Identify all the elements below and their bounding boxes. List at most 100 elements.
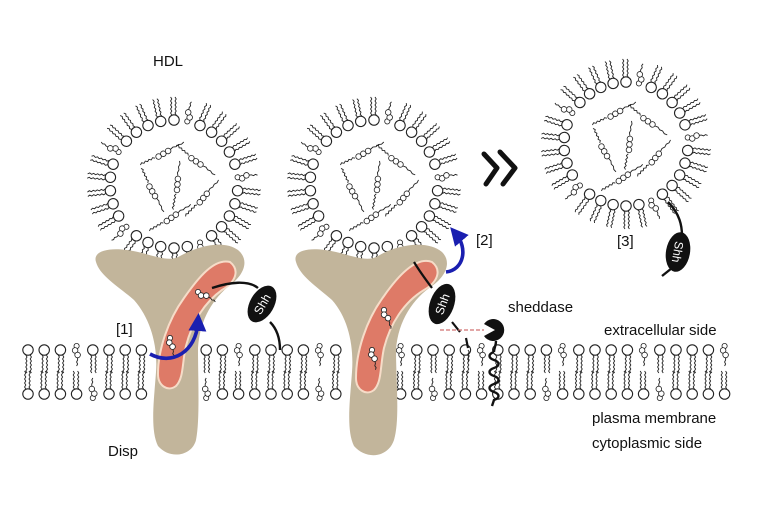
shh-ligand-2: Shh (428, 283, 456, 325)
hdl-phospholipid (542, 112, 575, 132)
hdl-phospholipid (318, 109, 345, 141)
hdl-phospholipid (558, 82, 588, 111)
membrane-lipid (621, 370, 634, 400)
hdl-phospholipid (620, 200, 632, 230)
membrane-lipid (459, 370, 472, 400)
membrane-lipid (670, 344, 682, 374)
disp-label: Disp (108, 443, 138, 460)
membrane-lipid (281, 370, 293, 400)
hdl-cholesterol (434, 170, 459, 183)
hdl-core-ester (347, 202, 394, 234)
membrane-lipid (637, 370, 650, 400)
membrane-lipid (654, 344, 666, 374)
extracellular-label: extracellular side (604, 322, 717, 339)
membrane-lipid (103, 344, 115, 374)
membrane-cholesterol (655, 377, 665, 402)
membrane-lipid (135, 370, 148, 400)
hdl-phospholipid (350, 97, 368, 129)
membrane-lipid (589, 370, 601, 400)
membrane-cholesterol (542, 377, 552, 402)
hdl-phospholipid (664, 82, 694, 111)
membrane-cholesterol (428, 377, 438, 402)
hdl-core-ester (147, 202, 194, 234)
membrane-lipid (621, 344, 634, 374)
hdl-particle-1 (86, 96, 262, 272)
hdl-phospholipid (286, 169, 317, 184)
membrane-cholesterol (557, 342, 567, 367)
membrane-lipid (475, 370, 488, 400)
shh-ligand-3-group: Shh (661, 201, 691, 277)
plasma-membrane-label: plasma membrane (592, 410, 716, 427)
hdl-cholesterol (234, 170, 259, 183)
membrane-lipid (216, 344, 229, 374)
disp-protein-1: Shh (95, 244, 282, 455)
hdl-phospholipid (168, 96, 180, 126)
membrane-lipid (297, 370, 310, 400)
membrane-cholesterol (233, 342, 243, 367)
shh-ligand-1: Shh (247, 285, 277, 323)
hdl-core-ester (625, 101, 669, 140)
membrane-lipid (200, 344, 212, 374)
hdl-core-ester (634, 138, 675, 179)
hdl-cholesterol (382, 100, 397, 126)
membrane-lipid (22, 344, 34, 374)
hdl-phospholipid (150, 97, 168, 129)
membrane-lipid (232, 370, 245, 400)
hdl-phospholipid (89, 151, 121, 172)
hdl-core-ester (338, 166, 366, 215)
hdl-phospholipid (286, 184, 317, 199)
membrane-cholesterol (315, 377, 325, 402)
step-2-label: [2] (476, 232, 493, 249)
membrane-lipid (103, 370, 115, 400)
hdl-core-ester (621, 120, 638, 171)
membrane-lipid (249, 344, 261, 374)
membrane-cholesterol (314, 342, 324, 367)
membrane-lipid (718, 370, 731, 400)
membrane-lipid (87, 344, 99, 374)
membrane-cholesterol (88, 377, 98, 402)
membrane-lipid (670, 370, 682, 400)
step-1-label: [1] (116, 321, 133, 338)
hdl-core-ester (369, 160, 386, 211)
hdl-cholesterol (98, 137, 124, 158)
hdl-core-ester (173, 141, 217, 180)
membrane-lipid (135, 344, 148, 374)
hdl-phospholipid (118, 109, 145, 141)
hdl-particle-3 (540, 58, 712, 230)
hdl-phospholipid (231, 184, 262, 199)
membrane-lipid (540, 344, 553, 374)
hdl-core-ester (382, 178, 423, 219)
membrane-lipid (38, 344, 50, 374)
hdl-core-ester (373, 141, 417, 180)
membrane-lipid (686, 370, 698, 400)
membrane-lipid (524, 344, 536, 374)
membrane-lipid (556, 370, 569, 400)
membrane-lipid (508, 344, 520, 374)
membrane-lipid (443, 370, 455, 400)
hdl-phospholipid (681, 144, 712, 159)
membrane-lipid (330, 370, 342, 400)
hdl-phospholipid (540, 129, 571, 144)
hdl-core-ester (338, 140, 387, 168)
membrane-lipid (54, 370, 67, 400)
membrane-lipid (605, 370, 617, 400)
hdl-particle-2 (286, 96, 462, 272)
double-chevron-right-icon (481, 149, 518, 187)
hdl-phospholipid (403, 109, 430, 141)
step-3-label: [3] (617, 233, 634, 250)
membrane-cholesterol (71, 342, 81, 367)
membrane-cholesterol (719, 342, 729, 367)
membrane-lipid (54, 344, 67, 374)
disp-protein-2: Shh (295, 227, 484, 456)
membrane-lipid (605, 344, 617, 374)
membrane-cholesterol (395, 342, 405, 367)
membrane-lipid (573, 344, 585, 374)
transfer-arrow-2-icon (445, 227, 469, 274)
membrane-lipid (411, 344, 423, 374)
membrane-lipid (281, 344, 293, 374)
membrane-lipid (702, 344, 715, 374)
membrane-lipid (265, 370, 277, 400)
membrane-lipid (508, 370, 520, 400)
membrane-lipid (119, 344, 131, 374)
membrane-lipid (265, 344, 277, 374)
